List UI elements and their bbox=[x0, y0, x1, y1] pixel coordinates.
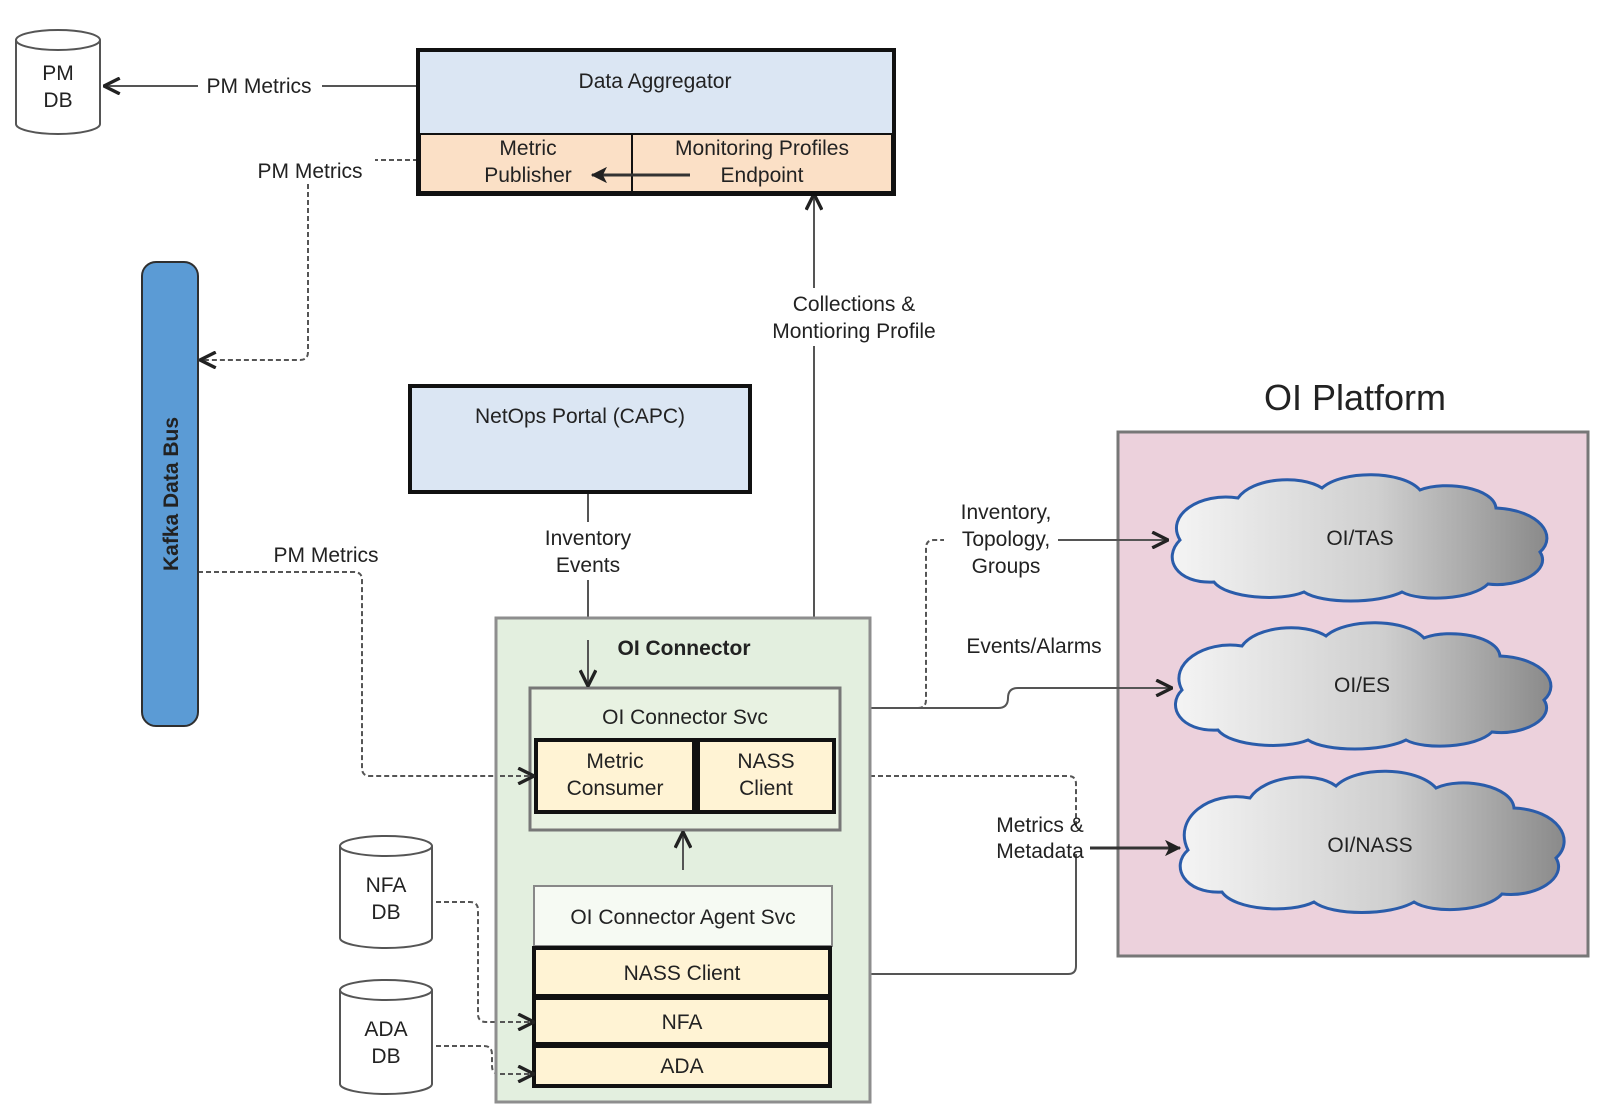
kafka-data-bus[interactable]: Kafka Data Bus bbox=[141, 261, 199, 727]
edge-svc-nass-to-oinass bbox=[838, 775, 1077, 828]
label-pm-metrics-mid: PM Metrics bbox=[258, 160, 363, 183]
agent-nass-client-label: NASS Client bbox=[624, 962, 741, 985]
edge-kafka-to-metric-consumer bbox=[198, 571, 534, 776]
svc-nass-client-line2: Client bbox=[739, 777, 793, 800]
edge-aggregator-to-kafka bbox=[200, 159, 418, 360]
label-collections-line1: Collections & bbox=[793, 293, 916, 316]
label-pm-metrics-kafka: PM Metrics bbox=[274, 544, 379, 567]
pm-db-line2: DB bbox=[43, 89, 72, 112]
nfa-box[interactable] bbox=[532, 996, 832, 1046]
label-metrics-metadata-line2: Metadata bbox=[996, 840, 1084, 863]
cloud-label-nass: OI/NASS bbox=[1327, 834, 1412, 857]
label-inventory-topology-line2: Topology, bbox=[962, 528, 1050, 551]
oi-platform: OI Platform OI/TAS OI/ES OI/NASS bbox=[1116, 377, 1590, 958]
data-aggregator-title: Data Aggregator bbox=[579, 70, 732, 93]
label-inventory-topology-line1: Inventory, bbox=[961, 501, 1052, 524]
nfa-db-line2: DB bbox=[371, 901, 400, 924]
cloud-oi-tas[interactable]: OI/TAS bbox=[1170, 473, 1549, 603]
metric-consumer-line1: Metric bbox=[586, 750, 643, 773]
oi-connector-title: OI Connector bbox=[617, 637, 750, 660]
ada-label: ADA bbox=[660, 1055, 703, 1078]
netops-portal-title: NetOps Portal (CAPC) bbox=[475, 405, 685, 428]
label-inventory-events-line1: Inventory bbox=[545, 527, 632, 550]
monitoring-profiles-box[interactable] bbox=[631, 133, 893, 193]
metric-consumer-line2: Consumer bbox=[567, 777, 664, 800]
agent-svc-title: OI Connector Agent Svc bbox=[570, 906, 795, 929]
metric-publisher-line2: Publisher bbox=[484, 164, 572, 187]
cloud-label-es: OI/ES bbox=[1334, 674, 1390, 697]
agent-nass-client-box[interactable] bbox=[532, 946, 832, 998]
ada-db-cylinder[interactable]: ADA DB bbox=[339, 979, 433, 1095]
edge-agent-nass-to-oinass bbox=[830, 854, 1077, 975]
nfa-db-line1: NFA bbox=[366, 874, 407, 897]
monitoring-profiles-line1: Monitoring Profiles bbox=[675, 137, 849, 160]
cloud-oi-es[interactable]: OI/ES bbox=[1174, 621, 1553, 751]
nfa-label: NFA bbox=[662, 1011, 703, 1034]
pm-db-line1: PM bbox=[42, 62, 74, 85]
oi-connector-svc-title: OI Connector Svc bbox=[602, 706, 768, 729]
cloud-label-tas: OI/TAS bbox=[1326, 527, 1393, 550]
svc-nass-client-box[interactable] bbox=[696, 738, 836, 814]
oi-platform-title: OI Platform bbox=[1264, 377, 1446, 418]
oi-connector-svc[interactable]: OI Connector Svc Metric Consumer NASS Cl… bbox=[528, 686, 842, 832]
metric-consumer-box[interactable] bbox=[534, 738, 696, 814]
oi-connector-agent-svc[interactable]: OI Connector Agent Svc NASS Client NFA A… bbox=[532, 885, 833, 1088]
monitoring-profiles-line2: Endpoint bbox=[721, 164, 804, 187]
edge-nfadb-to-nfa bbox=[436, 901, 534, 1022]
svc-nass-client-line1: NASS bbox=[737, 750, 794, 773]
label-pm-metrics-top: PM Metrics bbox=[207, 75, 312, 98]
label-events-alarms: Events/Alarms bbox=[966, 635, 1101, 658]
kafka-label: Kafka Data Bus bbox=[160, 417, 183, 571]
netops-portal[interactable]: NetOps Portal (CAPC) bbox=[408, 384, 752, 494]
label-inventory-events-line2: Events bbox=[556, 554, 620, 577]
data-aggregator[interactable]: Data Aggregator Metric Publisher Monitor… bbox=[416, 48, 896, 196]
label-collections-line2: Montioring Profile bbox=[772, 320, 935, 343]
edge-labels: PM Metrics PM Metrics PM Metrics Collect… bbox=[198, 70, 1102, 863]
nfa-db-cylinder[interactable]: NFA DB bbox=[339, 835, 433, 949]
metric-publisher-line1: Metric bbox=[499, 137, 556, 160]
pm-db-cylinder[interactable]: PM DB bbox=[15, 29, 101, 135]
ada-db-line1: ADA bbox=[364, 1018, 407, 1041]
cloud-oi-nass[interactable]: OI/NASS bbox=[1178, 769, 1566, 914]
label-inventory-topology-line3: Groups bbox=[972, 555, 1041, 578]
label-metrics-metadata-line1: Metrics & bbox=[996, 814, 1084, 837]
edge-svc-to-es bbox=[838, 688, 1172, 709]
ada-db-line2: DB bbox=[371, 1045, 400, 1068]
ada-box[interactable] bbox=[532, 1044, 832, 1088]
